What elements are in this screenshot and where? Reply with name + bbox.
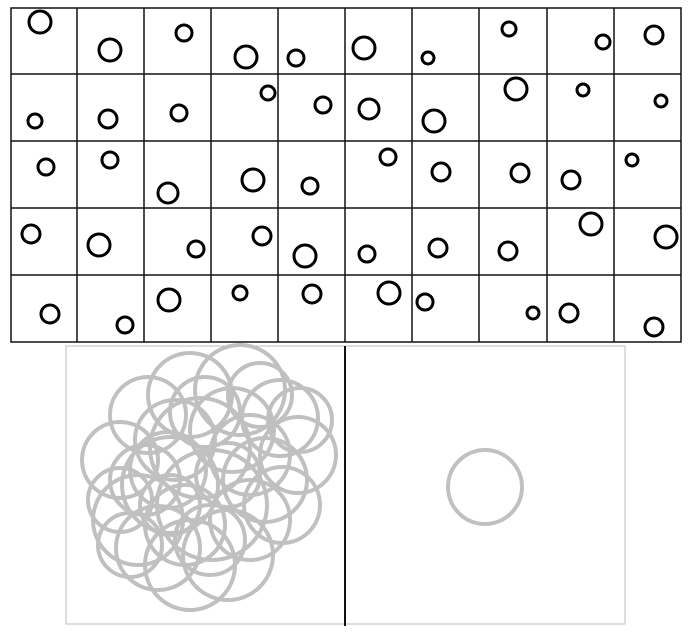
grid-cell-circle bbox=[286, 48, 306, 68]
grid-cell-circle bbox=[427, 237, 449, 259]
grid-cell-circle bbox=[115, 315, 135, 335]
grid-cell-circle bbox=[624, 152, 640, 168]
grid-cell-circle bbox=[36, 157, 56, 177]
circle-grid bbox=[10, 7, 682, 343]
overlay-circle bbox=[96, 511, 164, 579]
grid-cell-circle bbox=[156, 181, 180, 205]
grid-cell-circle bbox=[169, 103, 189, 123]
grid-cell-circle bbox=[653, 93, 669, 109]
grid-cell-circle bbox=[39, 303, 61, 325]
grid-cell-circle bbox=[174, 23, 194, 43]
single-circle-panel bbox=[344, 345, 626, 626]
grid-cell-circle bbox=[560, 169, 582, 191]
grid-cell-circle bbox=[97, 108, 119, 130]
grid-cell-circle bbox=[100, 150, 120, 170]
grid-cell-circle bbox=[575, 82, 591, 98]
grid-cell-circle bbox=[351, 35, 377, 61]
grid-cell-circle bbox=[578, 211, 604, 237]
overlay-circle bbox=[138, 473, 202, 537]
overlay-circle bbox=[173, 503, 247, 577]
single-panel-frame bbox=[344, 345, 626, 625]
grid-cell-circle bbox=[430, 161, 452, 183]
grid-cell-circle bbox=[594, 33, 612, 51]
grid-cell-circle bbox=[558, 302, 580, 324]
overlay-circle bbox=[208, 413, 292, 497]
grid-cell-circle bbox=[653, 224, 679, 250]
grid-cell-circle bbox=[525, 305, 541, 321]
grid-cell-circle bbox=[301, 283, 323, 305]
grid-cell-circle bbox=[231, 284, 249, 302]
grid-cell-circle bbox=[643, 316, 665, 338]
overlay-circle bbox=[80, 420, 160, 500]
overlay-panel bbox=[65, 343, 346, 625]
grid-cell-circle bbox=[240, 167, 266, 193]
grid-cell-circle bbox=[509, 162, 531, 184]
grid-cell-circle bbox=[86, 232, 112, 258]
grid-cell-circle bbox=[26, 112, 44, 130]
grid-cell-circle bbox=[97, 37, 123, 63]
grid-cell-circle bbox=[376, 280, 402, 306]
overlay-circle bbox=[226, 361, 294, 429]
overlay-circle bbox=[108, 375, 188, 455]
grid-border bbox=[10, 7, 682, 343]
overlay-circle bbox=[208, 478, 292, 562]
grid-cell-circle bbox=[313, 95, 333, 115]
grid-cell-circle bbox=[415, 292, 435, 312]
grid-cell-circle bbox=[420, 50, 436, 66]
mean-circle bbox=[446, 448, 524, 526]
grid-cell-circle bbox=[186, 239, 206, 259]
overlay-circle bbox=[133, 398, 217, 482]
overlay-circle bbox=[266, 386, 334, 454]
grid-cell-circle bbox=[357, 244, 377, 264]
grid-cell-circle bbox=[156, 287, 182, 313]
grid-cell-circle bbox=[503, 76, 529, 102]
grid-cell-circle bbox=[259, 84, 277, 102]
overlay-circle bbox=[168, 375, 242, 449]
grid-cell-circle bbox=[643, 24, 665, 46]
overlay-circle bbox=[258, 415, 338, 495]
grid-cell-circle bbox=[27, 9, 53, 35]
grid-cell-circle bbox=[497, 240, 519, 262]
grid-cell-circle bbox=[20, 223, 42, 245]
grid-cell-circle bbox=[357, 97, 381, 121]
grid-cell-circle bbox=[378, 147, 398, 167]
grid-cell-circle bbox=[421, 108, 447, 134]
grid-cell-circle bbox=[300, 176, 320, 196]
grid-cell-circle bbox=[500, 20, 518, 38]
grid-cell-circle bbox=[233, 44, 259, 70]
grid-cell-circle bbox=[251, 225, 273, 247]
grid-cell-circle bbox=[292, 243, 318, 269]
